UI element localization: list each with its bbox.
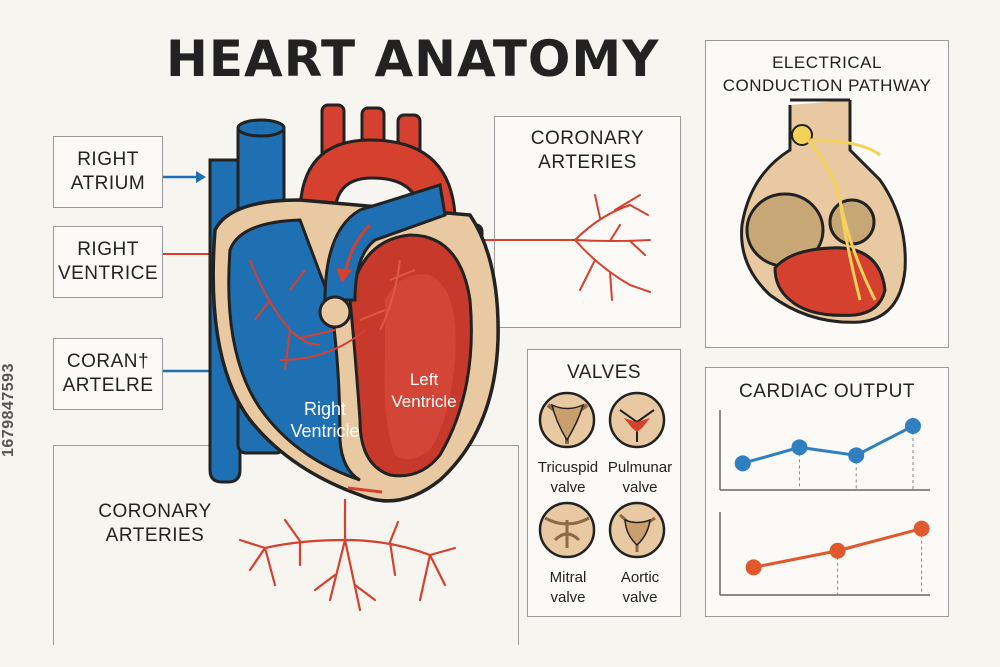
valves-title: VALVES [566,362,642,383]
right-ventricle-line1: RIGHT [77,239,139,260]
chart-2-plot [745,520,930,595]
valve-label-aortic: Aortic valve [602,568,678,608]
valve-word: valve [550,479,586,496]
chart-2-axes [719,512,930,596]
valve-label-pulmunar: Pulmunar valve [602,458,678,498]
coronary-bottom-line1: CORONARY [98,501,212,522]
valve-label-tricuspid: Tricuspid valve [532,458,604,498]
chart-point [791,439,808,456]
coronary-bottom-label: CORONARY ARTERIES [80,500,230,548]
coronary-bottom-line2: ARTERIES [105,525,205,546]
right-ventricle-box: RIGHT VENTRICE [53,226,163,298]
left-chamber-shade [384,274,456,459]
left-ventricle-heart-label: Left Ventricle [376,369,472,413]
right-atrium-line1: RIGHT [77,149,139,170]
valve-name: Aortic [620,569,660,586]
vessel-branch-left [359,259,416,331]
septum-line [279,329,366,361]
heart-label-line: Right [303,399,347,419]
chart-point [734,455,751,472]
coronary-bottom-panel-side [53,445,54,645]
coronary-left-line2: ARTELRE [62,375,154,396]
valve-icon-aortic [608,501,666,559]
heart-label-line: Left [409,370,439,389]
pulmonary-trunk [323,183,447,302]
chart-point [848,447,865,464]
apex-mark [347,486,383,494]
chart-1-axes [719,410,930,491]
conduction-heart [740,98,907,324]
chart-1-plot [734,418,921,490]
chart-point [913,520,930,537]
valve-word: valve [622,589,658,606]
heart-label-line: Ventricle [290,421,360,441]
valve-word: valve [550,589,586,606]
chart-series-line [742,424,914,465]
top-coronary-tree [539,194,651,301]
coronary-left-line1: CORAN† [66,351,150,372]
valve-name: Pulmunar [607,459,673,476]
right-ventricle-line2: VENTRICE [57,263,159,284]
chart-point [745,559,762,576]
coronary-top-line1: CORONARY [530,128,645,149]
valve-icon-tricuspid [538,391,596,449]
flow-arrow-head [336,268,352,283]
valve-icon-pulmunar [608,391,666,449]
valve-label-mitral: Mitral valve [532,568,604,608]
vena-cava-opening [236,118,286,138]
page-title: HEART ANATOMY [166,30,660,88]
right-atrium-arrow-head [196,171,206,183]
conduction-title-line1: ELECTRICAL [772,53,882,72]
central-valve [318,295,352,329]
valve-icon-mitral [538,501,596,559]
right-ventricle-heart-label: Right Ventricle [270,398,380,442]
cardiac-output-box: CARDIAC OUTPUT [705,367,949,617]
valve-name: Mitral [549,569,587,586]
coronary-arteries-left-box: CORAN† ARTELRE [53,338,163,410]
bottom-coronary-tree [238,498,457,612]
valves-box: VALVES [527,349,681,617]
cardiac-output-title: CARDIAC OUTPUT [739,381,915,402]
valve-word: valve [622,479,658,496]
right-atrium-line2: ATRIUM [70,173,146,194]
coronary-bottom-panel-right [518,445,519,645]
chart-point [904,418,921,434]
valve-name: Tricuspid [537,459,599,476]
coronary-top-line2: ARTERIES [538,152,637,173]
conduction-title-line2: CONDUCTION PATHWAY [722,76,932,95]
vessel-branch [249,259,336,371]
heart-label-line: Ventricle [391,392,457,411]
chart-point [829,542,846,559]
right-atrium-box: RIGHT ATRIUM [53,136,163,208]
